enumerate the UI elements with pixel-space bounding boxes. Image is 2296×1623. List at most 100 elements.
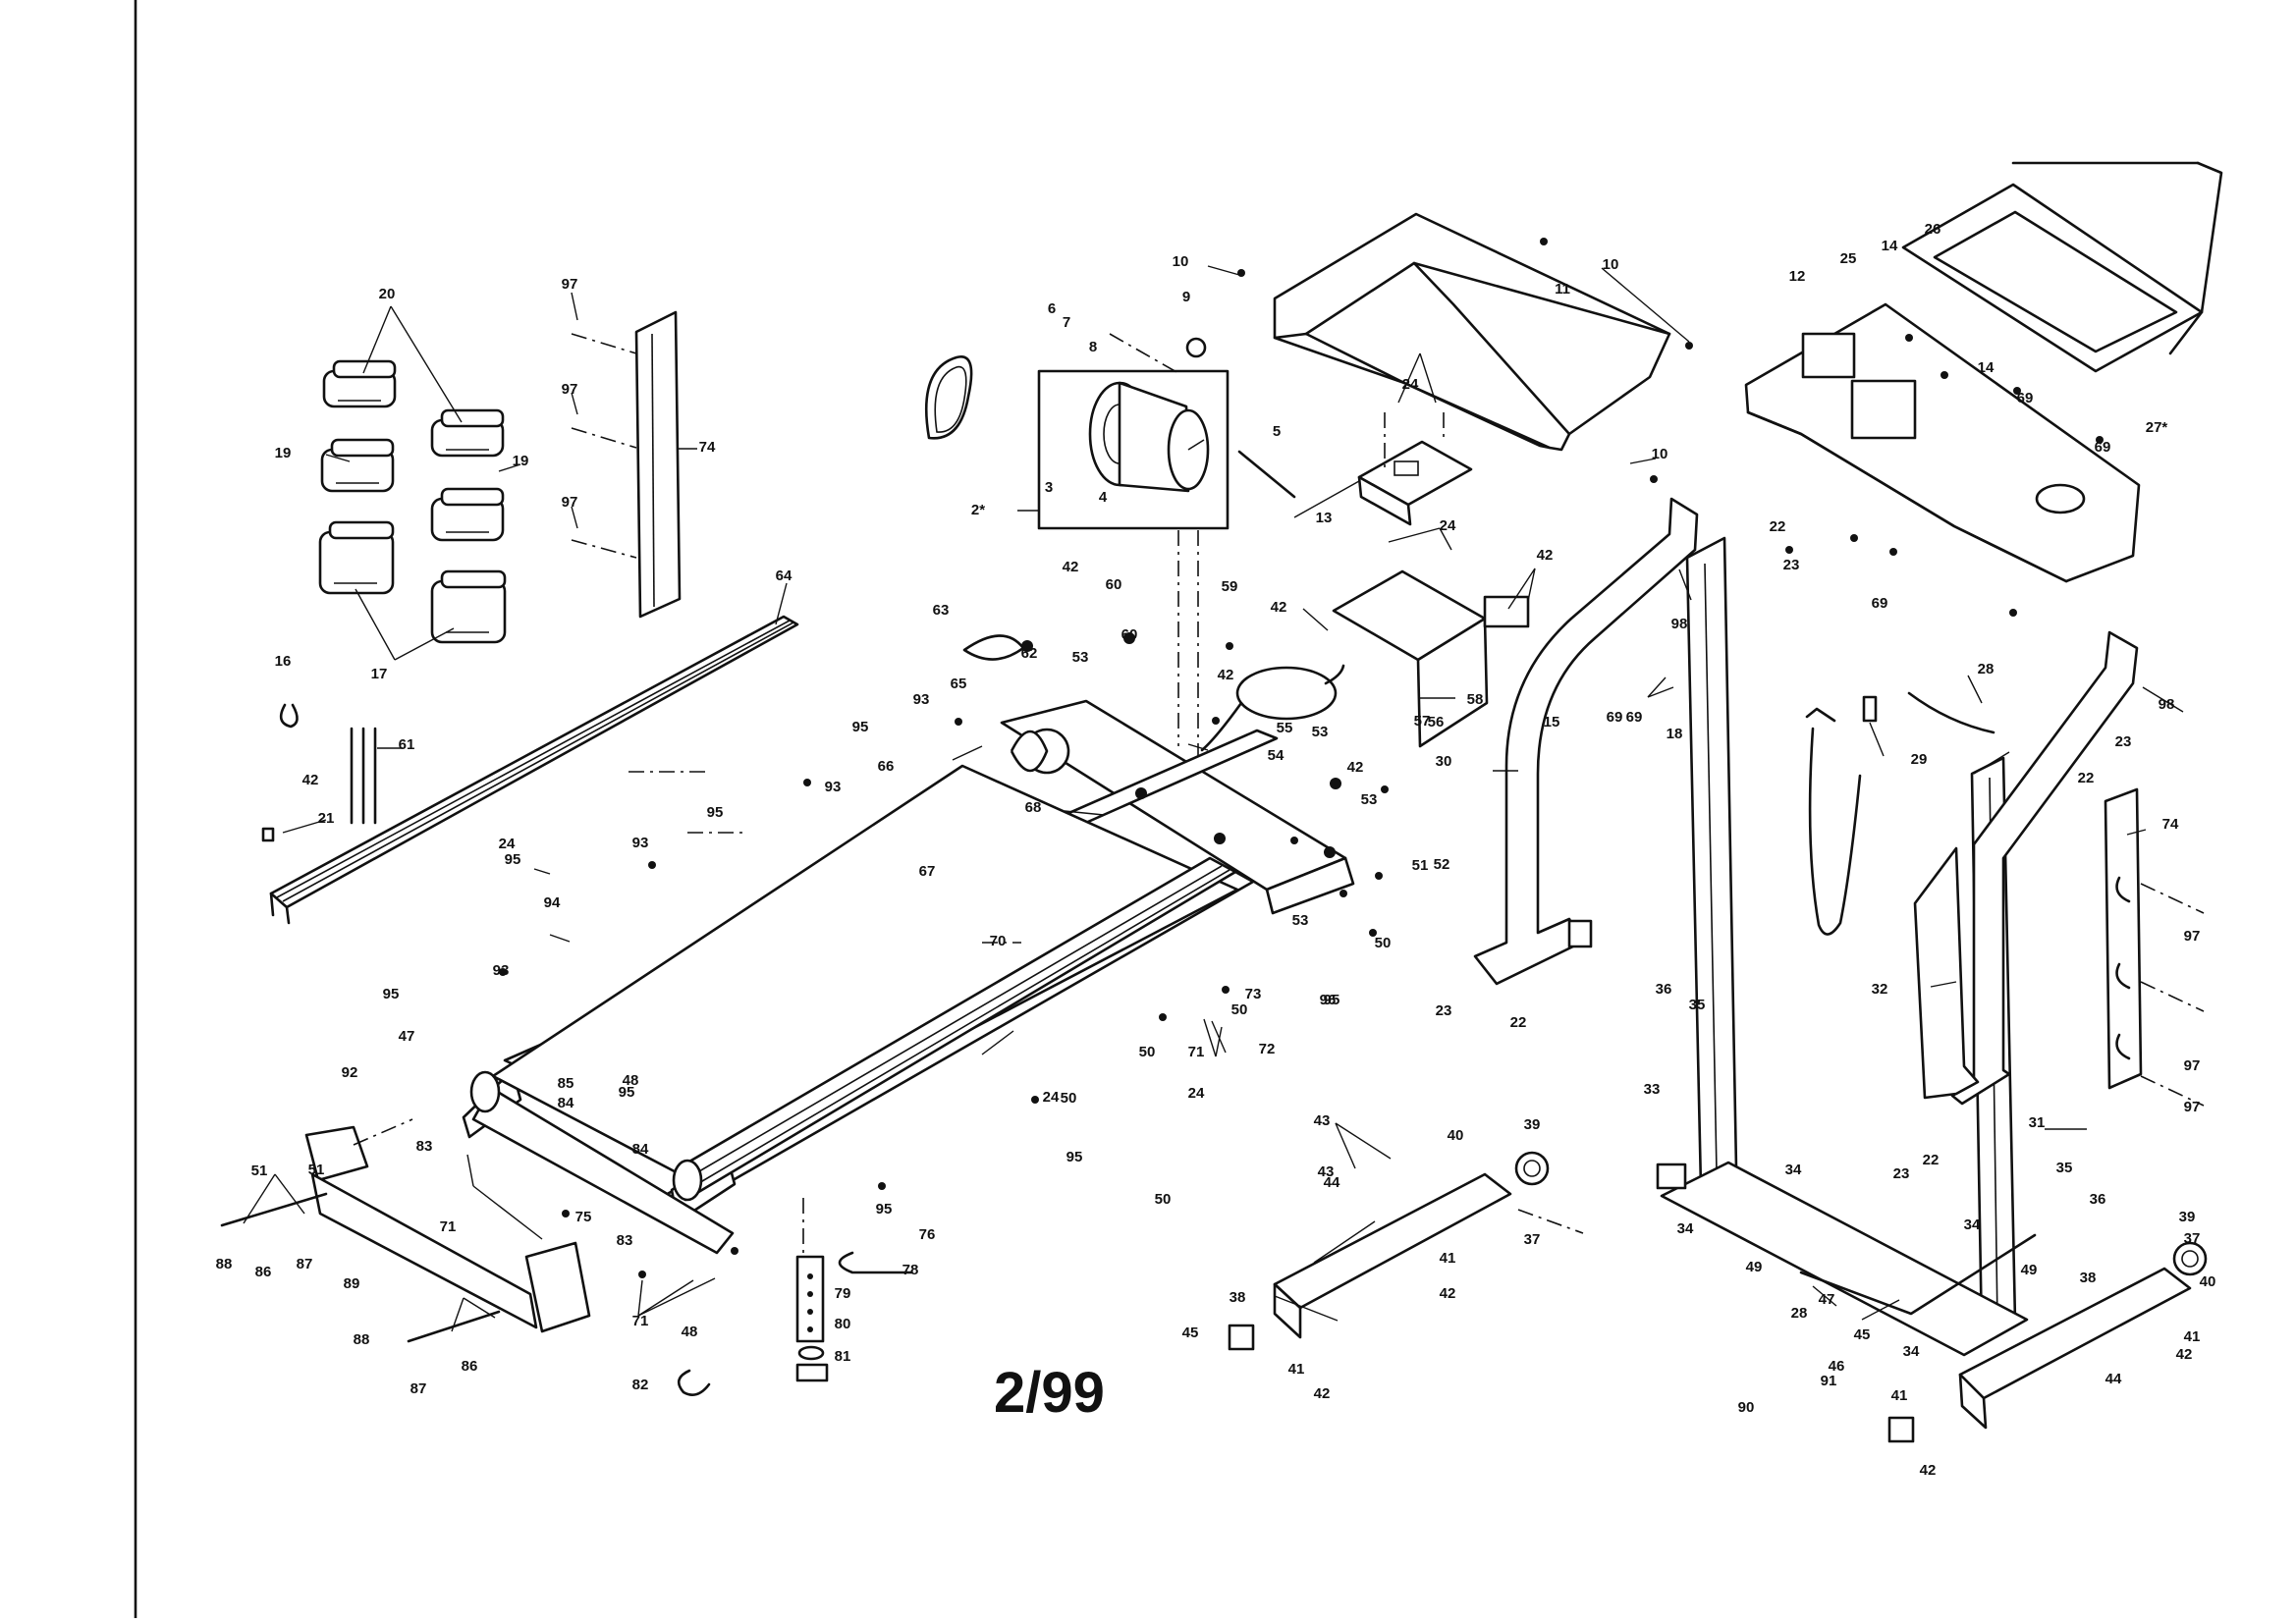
callout-number: 18 [1667, 726, 1683, 742]
callout-number: 75 [575, 1209, 592, 1225]
callout-number: 24 [1043, 1089, 1060, 1106]
callout-number: 28 [1978, 661, 1995, 677]
callout-number: 54 [1268, 747, 1285, 764]
callout-number: 74 [2162, 816, 2179, 833]
callout-number: 19 [513, 453, 529, 469]
callout-number: 14 [1882, 238, 1898, 254]
callout-number: 42 [1920, 1462, 1937, 1479]
callout-number: 48 [682, 1324, 698, 1340]
callout-number: 45 [1182, 1325, 1199, 1341]
callout-number: 69 [1607, 709, 1623, 726]
callout-number: 95 [505, 851, 521, 868]
callout-number: 83 [416, 1138, 433, 1155]
callout-number: 15 [1544, 714, 1560, 730]
callout-number: 10 [1652, 446, 1668, 462]
callout-number: 23 [1436, 1002, 1452, 1019]
callout-number: 42 [1218, 667, 1234, 683]
callout-number: 82 [632, 1377, 649, 1393]
callout-number: 97 [562, 276, 578, 293]
callout-number: 41 [1288, 1361, 1305, 1378]
side-rail [269, 615, 799, 925]
callout-number: 46 [1829, 1358, 1845, 1375]
callout-number: 56 [1428, 714, 1445, 730]
callout-number: 60 [1121, 626, 1138, 643]
callout-number: 7 [1063, 314, 1070, 331]
callout-number: 25 [1840, 250, 1857, 267]
motor-hood [1273, 212, 1671, 452]
callout-number: 69 [2095, 439, 2111, 456]
callout-number: 74 [699, 439, 716, 456]
callout-number: 59 [1222, 578, 1238, 595]
callout-number: 69 [2017, 390, 2034, 406]
callout-number: 51 [251, 1163, 268, 1179]
callout-number: 95 [707, 804, 724, 821]
callout-number: 83 [617, 1232, 633, 1249]
upright-cover-left [571, 310, 682, 619]
callout-number: 71 [1188, 1044, 1205, 1060]
callout-number: 39 [1524, 1116, 1541, 1133]
callout-number: 95 [1324, 992, 1340, 1008]
callout-number: 86 [255, 1264, 272, 1280]
left-upright [1473, 497, 1738, 1190]
callout-number: 63 [933, 602, 950, 619]
callout-number: 64 [776, 568, 793, 584]
revision-date: 2/99 [994, 1361, 1105, 1425]
callout-number: 17 [371, 666, 388, 682]
callout-number: 93 [825, 779, 842, 795]
callout-number: 5 [1273, 423, 1281, 440]
callout-number: 48 [623, 1072, 639, 1089]
callout-number: 50 [1061, 1090, 1077, 1107]
console-panel [1901, 161, 2223, 373]
callout-number: 65 [951, 676, 967, 692]
callout-number: 45 [1854, 1326, 1871, 1343]
upright-cover-right [2104, 787, 2205, 1107]
callout-number: 76 [919, 1226, 936, 1243]
callout-number: 92 [342, 1064, 358, 1081]
callout-number: 10 [1173, 253, 1189, 270]
callout-number: 41 [1891, 1387, 1908, 1404]
leader-lines [243, 265, 2184, 1332]
callout-number: 97 [2184, 928, 2201, 945]
callout-number: 42 [1271, 599, 1287, 616]
callout-number: 22 [2078, 770, 2095, 786]
callout-number: 51 [308, 1162, 325, 1178]
callout-number: 66 [878, 758, 895, 775]
callout-number: 93 [913, 691, 930, 708]
callout-number: 49 [1746, 1259, 1763, 1275]
callout-number: 50 [1375, 935, 1392, 951]
callout-number: 22 [1770, 518, 1786, 535]
callout-number: 51 [1412, 857, 1429, 874]
callout-number: 34 [1785, 1162, 1802, 1178]
callout-number: 42 [1314, 1385, 1331, 1402]
callout-number: 14 [1978, 359, 1995, 376]
callout-number: 88 [216, 1256, 233, 1272]
callout-number: 42 [1347, 759, 1364, 776]
callout-number: 72 [1259, 1041, 1276, 1057]
callout-number: 97 [562, 494, 578, 511]
callout-number: 42 [1440, 1285, 1456, 1302]
callout-number: 62 [1021, 645, 1038, 662]
callout-number: 28 [1791, 1305, 1808, 1322]
callout-number: 53 [1361, 791, 1378, 808]
callout-number: 87 [297, 1256, 313, 1272]
callout-number: 50 [1139, 1044, 1156, 1060]
callout-number: 53 [1072, 649, 1089, 666]
callout-number: 97 [562, 381, 578, 398]
callout-number: 34 [1964, 1217, 1981, 1233]
hardware-dots [499, 238, 2104, 1278]
callout-number: 34 [1677, 1220, 1694, 1237]
callout-number: 8 [1089, 339, 1097, 355]
callout-number: 53 [1292, 912, 1309, 929]
callout-number: 97 [2184, 1099, 2201, 1115]
callout-number: 43 [1314, 1112, 1331, 1129]
callout-number: 12 [1789, 268, 1806, 285]
callout-number: 49 [2021, 1262, 2038, 1278]
callout-number: 43 [1318, 1163, 1335, 1180]
callout-number: 84 [632, 1141, 649, 1158]
callout-number: 73 [1245, 986, 1262, 1002]
callout-number: 42 [1063, 559, 1079, 575]
callout-number: 96 [1320, 992, 1337, 1008]
callout-number: 40 [1448, 1127, 1464, 1144]
callout-number: 93 [493, 962, 510, 979]
callout-number: 20 [379, 286, 396, 302]
